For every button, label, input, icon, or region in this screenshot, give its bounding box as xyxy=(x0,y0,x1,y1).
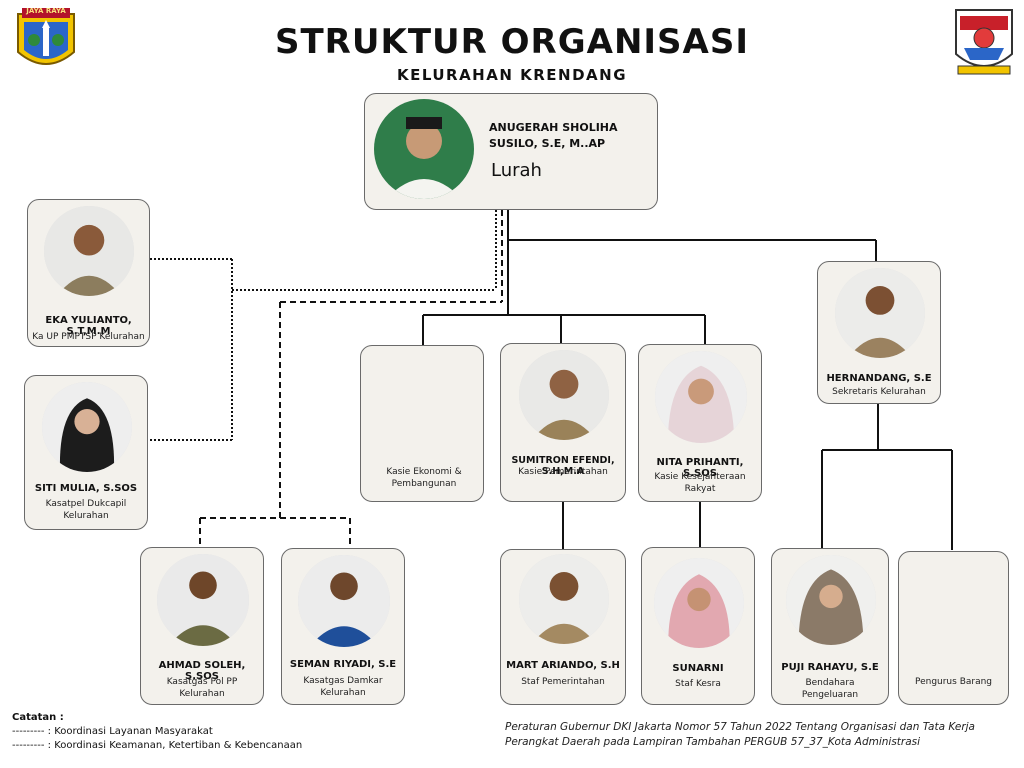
card-hernandang: HERNANDANG, S.E Sekretaris Kelurahan xyxy=(817,261,941,404)
photo-sunarni xyxy=(654,558,744,648)
photo-seman xyxy=(298,555,390,647)
regulation-line1: Peraturan Gubernur DKI Jakarta Nomor 57 … xyxy=(505,721,975,733)
card-sumitron: SUMITRON EFENDI, S.H,M.A Kasie Pemerinta… xyxy=(500,343,626,502)
card-sunarni: SUNARNI Staf Kesra xyxy=(641,547,755,705)
regulation-line2: Perangkat Daerah pada Lampiran Tambahan … xyxy=(505,736,921,748)
lurah-name-line1: ANUGERAH SHOLIHA xyxy=(489,121,618,134)
seman-name: SEMAN RIYADI, S.E xyxy=(289,659,397,670)
sunarni-name: SUNARNI xyxy=(672,663,724,674)
page-title: STRUKTUR ORGANISASI xyxy=(275,22,749,62)
mart-name: MART ARIANDO, S.H xyxy=(506,660,620,671)
card-nita: NITA PRIHANTI, S.SOS Kasie Kesejahteraan… xyxy=(638,344,762,502)
note-dashed: --------- : Koordinasi Keamanan, Keterti… xyxy=(12,740,303,751)
ahmad-role: Kasatgas Pol PP Kelurahan xyxy=(166,677,238,699)
card-pengurus-barang: Pengurus Barang xyxy=(898,551,1009,705)
puji-role: Bendahara Pengeluaran xyxy=(801,678,859,700)
hernandang-name: HERNANDANG, S.E xyxy=(826,373,932,384)
lurah-role: Lurah xyxy=(491,160,542,181)
card-siti: SITI MULIA, S.SOS Kasatpel Dukcapil Kelu… xyxy=(24,375,148,530)
note-dotted: --------- : Koordinasi Layanan Masyaraka… xyxy=(12,726,213,737)
photo-hernandang xyxy=(835,268,925,358)
card-mart: MART ARIANDO, S.H Staf Pemerintahan xyxy=(500,549,626,705)
nita-role: Kasie Kesejahteraan Rakyat xyxy=(654,472,746,494)
eka-role: Ka UP PMPTSP Kelurahan xyxy=(32,332,145,342)
card-kasie-ekonomi: Kasie Ekonomi & Pembangunan xyxy=(360,345,484,502)
siti-role: Kasatpel Dukcapil Kelurahan xyxy=(45,499,127,521)
card-puji: PUJI RAHAYU, S.E Bendahara Pengeluaran xyxy=(771,548,889,705)
sumitron-role: Kasie Pemerintahan xyxy=(518,467,608,477)
photo-puji xyxy=(786,555,876,645)
photo-nita xyxy=(655,351,747,443)
photo-eka xyxy=(44,206,134,296)
hernandang-role: Sekretaris Kelurahan xyxy=(832,387,926,397)
sumitron-name: SUMITRON EFENDI, S.H,M.A xyxy=(511,455,615,477)
notes-title: Catatan : xyxy=(12,712,64,723)
seman-role: Kasatgas Damkar Kelurahan xyxy=(303,676,383,698)
eka-name: EKA YULIANTO, S.T,M.M xyxy=(45,315,132,337)
photo-ahmad xyxy=(157,554,249,646)
sunarni-role: Staf Kesra xyxy=(675,679,721,689)
logo-text: JAYA RAYA xyxy=(26,7,66,15)
card-eka: EKA YULIANTO, S.T,M.M Ka UP PMPTSP Kelur… xyxy=(27,199,150,347)
photo-sumitron xyxy=(519,350,609,440)
card-lurah: ANUGERAH SHOLIHA SUSILO, S.E, M..AP Lura… xyxy=(364,93,658,210)
photo-lurah xyxy=(374,99,474,199)
card-seman: SEMAN RIYADI, S.E Kasatgas Damkar Kelura… xyxy=(281,548,405,705)
ahmad-name: AHMAD SOLEH, S.SOS xyxy=(158,660,246,682)
kasie-ekonomi-role: Kasie Ekonomi & Pembangunan xyxy=(386,467,462,489)
photo-mart xyxy=(519,554,609,644)
nita-name: NITA PRIHANTI, S.SOS xyxy=(656,457,744,479)
regulation-text: Peraturan Gubernur DKI Jakarta Nomor 57 … xyxy=(505,720,1015,750)
lurah-name-line2: SUSILO, S.E, M..AP xyxy=(489,137,606,150)
page-subtitle: KELURAHAN KRENDANG xyxy=(396,66,628,84)
siti-name: SITI MULIA, S.SOS xyxy=(34,483,138,494)
card-ahmad: AHMAD SOLEH, S.SOS Kasatgas Pol PP Kelur… xyxy=(140,547,264,705)
jaya-raya-logo: JAYA RAYA xyxy=(14,6,78,78)
puji-name: PUJI RAHAYU, S.E xyxy=(781,662,879,673)
kota-emblem-logo xyxy=(950,4,1018,80)
mart-role: Staf Pemerintahan xyxy=(521,677,605,687)
pengurus-role: Pengurus Barang xyxy=(914,677,993,687)
photo-siti xyxy=(42,382,132,472)
